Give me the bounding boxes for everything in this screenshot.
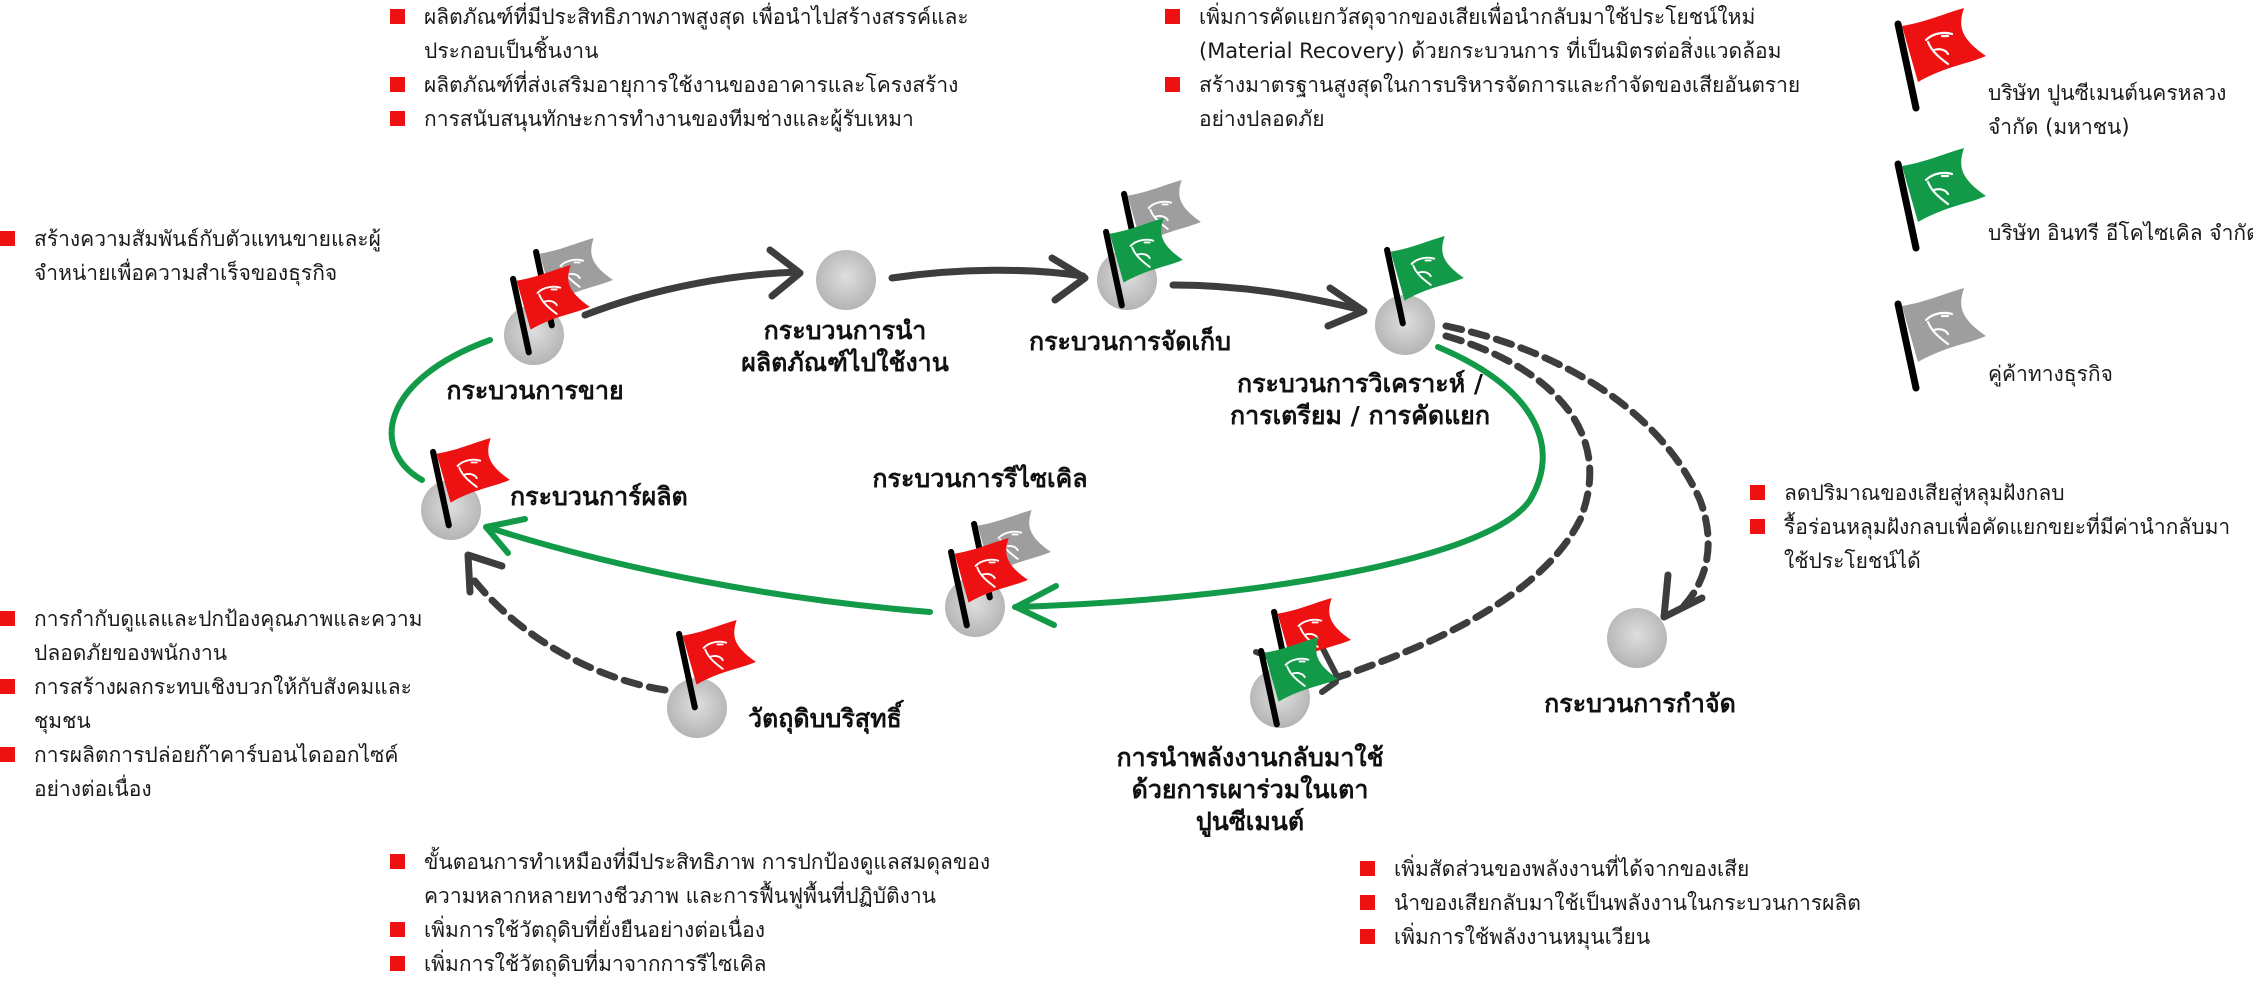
- dashed-arrow-raw-to-production: [464, 551, 669, 694]
- flow-arrow-analysis-to-recycle: [1012, 344, 1546, 628]
- legend-label-business-partner: คู่ค้าทางธุรกิจ: [1988, 362, 2113, 386]
- bullet-item: สร้างมาตรฐานสูงสุดในการบริหารจัดการและกำ…: [1165, 68, 1825, 136]
- node-label-raw: วัตถุดิบบริสุทธิ์: [748, 704, 902, 733]
- legend-flag-red-icon: [1898, 8, 1986, 108]
- node-label-storage: กระบวนการจัดเก็บ: [1028, 327, 1232, 356]
- node-label-recycle: กระบวนการรีไซเคิล: [872, 464, 1088, 493]
- node-label-analysis: กระบวนการวิเคราะห์ / การเตรียม / การคัดแ…: [1230, 369, 1490, 430]
- bullets-left-production: การกำกับดูแลและปกป้องคุณภาพและความปลอดภั…: [0, 602, 430, 806]
- bullet-item: รื้อร่อนหลุมฝังกลบเพื่อคัดแยกขยะที่มีค่า…: [1750, 510, 2250, 578]
- bullet-item: ขั้นตอนการทำเหมืองที่มีประสิทธิภาพ การปก…: [390, 845, 1000, 913]
- dashed-arrow-analysis-to-disposal: [1442, 322, 1712, 621]
- bullets-right-disposal: ลดปริมาณของเสียสู่หลุมฝังกลบ รื้อร่อนหลุ…: [1750, 476, 2250, 578]
- bullets-bottom-energy: เพิ่มสัดส่วนของพลังงานที่ได้จากของเสีย น…: [1360, 852, 1900, 954]
- node-use: [816, 250, 876, 310]
- node-label-production: กระบวนการ์ผลิต: [510, 482, 688, 511]
- node-disposal: [1607, 608, 1667, 668]
- node-production: [421, 480, 481, 540]
- bullet-item: การสร้างผลกระทบเชิงบวกให้กับสังคมและชุมช…: [0, 670, 430, 738]
- node-label-sales: กระบวนการขาย: [446, 376, 624, 405]
- bullet-item: การผลิตการปล่อยก๊าคาร์บอนไดออกไซค์อย่างต…: [0, 738, 430, 806]
- bullet-item: ลดปริมาณของเสียสู่หลุมฝังกลบ: [1750, 476, 2250, 510]
- legend-flag-green-icon: [1898, 148, 1986, 248]
- bullet-item: สร้างความสัมพันธ์กับตัวแทนขายและผู้จำหน่…: [0, 222, 400, 290]
- bullet-item: เพิ่มการใช้พลังงานหมุนเวียน: [1360, 920, 1900, 954]
- node-label-disposal: กระบวนการกำจัด: [1544, 689, 1736, 718]
- flow-arrow-production-to-sales: [388, 337, 493, 483]
- bullet-item: เพิ่มการใช้วัตถุดิบที่ยั่งยืนอย่างต่อเนื…: [390, 913, 1000, 947]
- bullet-item: นำของเสียกลับมาใช้เป็นพลังงานในกระบวนการ…: [1360, 886, 1900, 920]
- legend-label-scccc: บริษัท ปูนซีเมนต์นครหลวง จำกัด (มหาชน): [1988, 81, 2227, 139]
- bullet-item: เพิ่มการคัดแยกวัสดุจากของเสียเพื่อนำกลับ…: [1165, 0, 1825, 68]
- bullet-item: ผลิตภัณฑ์ที่มีประสิทธิภาพภาพสูงสุด เพื่อ…: [390, 0, 990, 68]
- bullet-item: การสนับสนุนทักษะการทำงานของทีมช่างและผู้…: [390, 102, 990, 136]
- flow-arrow-storage-to-analysis: [1169, 281, 1368, 330]
- legend-flag-gray-icon: [1898, 288, 1986, 388]
- bullet-item: เพิ่มสัดส่วนของพลังงานที่ได้จากของเสีย: [1360, 852, 1900, 886]
- node-label-use: กระบวนการนำ ผลิตภัณฑ์ไปใช้งาน: [741, 316, 949, 377]
- flow-arrow-use-to-storage: [888, 254, 1089, 304]
- legend-label-insee-ecocycle: บริษัท อินทรี อีโคไซเคิล จำกัด: [1988, 221, 2253, 245]
- flow-arrow-recycle-to-production: [483, 516, 933, 615]
- bullets-top-right: เพิ่มการคัดแยกวัสดุจากของเสียเพื่อนำกลับ…: [1165, 0, 1825, 136]
- bullets-bottom-raw: ขั้นตอนการทำเหมืองที่มีประสิทธิภาพ การปก…: [390, 845, 1000, 981]
- flow-arrow-sales-to-use: [581, 246, 804, 319]
- bullets-left-sales: สร้างความสัมพันธ์กับตัวแทนขายและผู้จำหน่…: [0, 222, 400, 290]
- bullets-top-left: ผลิตภัณฑ์ที่มีประสิทธิภาพภาพสูงสุด เพื่อ…: [390, 0, 990, 136]
- bullet-item: เพิ่มการใช้วัตถุดิบที่มาจากการรีไซเคิล: [390, 947, 1000, 981]
- bullet-item: การกำกับดูแลและปกป้องคุณภาพและความปลอดภั…: [0, 602, 430, 670]
- node-label-energy: การนำพลังงานกลับมาใช้ ด้วยการเผาร่วมในเต…: [1116, 743, 1384, 836]
- bullet-item: ผลิตภัณฑ์ที่ส่งเสริมอายุการใช้งานของอาคา…: [390, 68, 990, 102]
